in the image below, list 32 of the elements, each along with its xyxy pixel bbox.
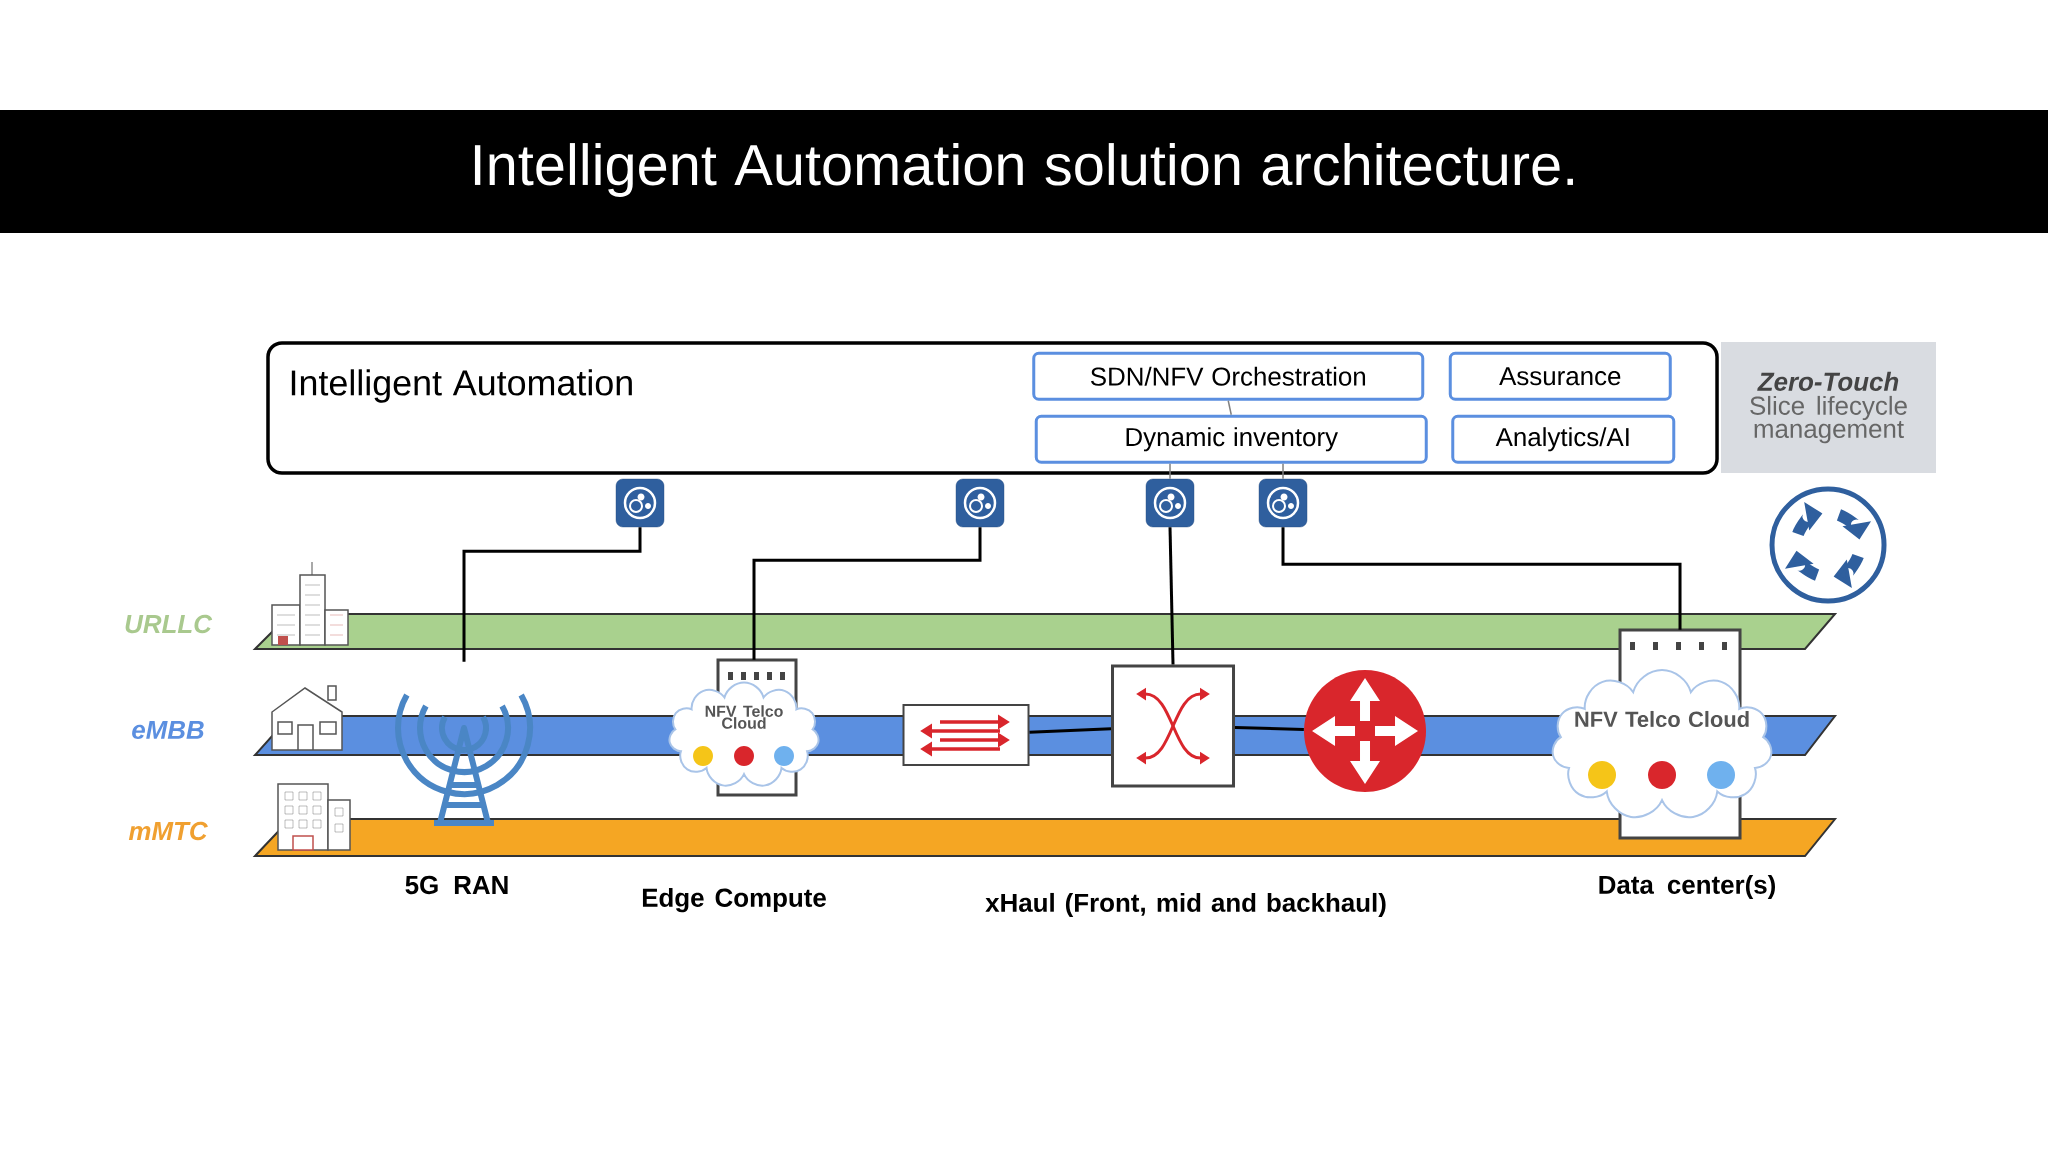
router-icon (1304, 670, 1426, 792)
cloud-server-drawing: NFV Telco Cloud (1551, 628, 1773, 840)
switch-box (902, 704, 1030, 766)
connector-line (1029, 727, 1112, 734)
slice-label: URLLC (125, 614, 213, 634)
connector-line (1169, 463, 1171, 480)
slice-label: mMTC (128, 821, 208, 841)
function-box: Analytics/AI (1451, 414, 1676, 464)
zero-touch-panel: Zero-Touch Slice lifecycle management (1721, 342, 1936, 473)
node-label: Edge Compute (642, 887, 826, 913)
connector-line (752, 527, 982, 660)
crossover-switch-box (1111, 664, 1235, 788)
connector-line (1234, 726, 1304, 731)
antenna-tower-drawing (395, 693, 533, 826)
gear-icon (1258, 478, 1308, 528)
gear-icon (615, 478, 665, 528)
gear-icon (955, 478, 1005, 528)
function-box: SDN/NFV Orchestration (1032, 351, 1425, 401)
connector-line (462, 527, 642, 662)
function-box: Assurance (1448, 351, 1672, 401)
node-label: Data center(s) (1599, 874, 1776, 900)
connector-line (1282, 463, 1284, 480)
gear-icon (1145, 478, 1195, 528)
function-box: Dynamic inventory (1034, 414, 1428, 464)
node-label: 5G RAN (405, 875, 508, 895)
cloud-server-drawing: NFV Telco Cloud (668, 658, 820, 797)
slice-label: eMBB (132, 720, 204, 740)
connector-line (1281, 527, 1682, 630)
connector-line (1168, 527, 1175, 665)
connector-line (1227, 400, 1232, 416)
caption: xHaul (Front, mid and backhaul) (985, 892, 1386, 918)
title-bar: Intelligent Automation solution architecture. (0, 110, 2048, 233)
